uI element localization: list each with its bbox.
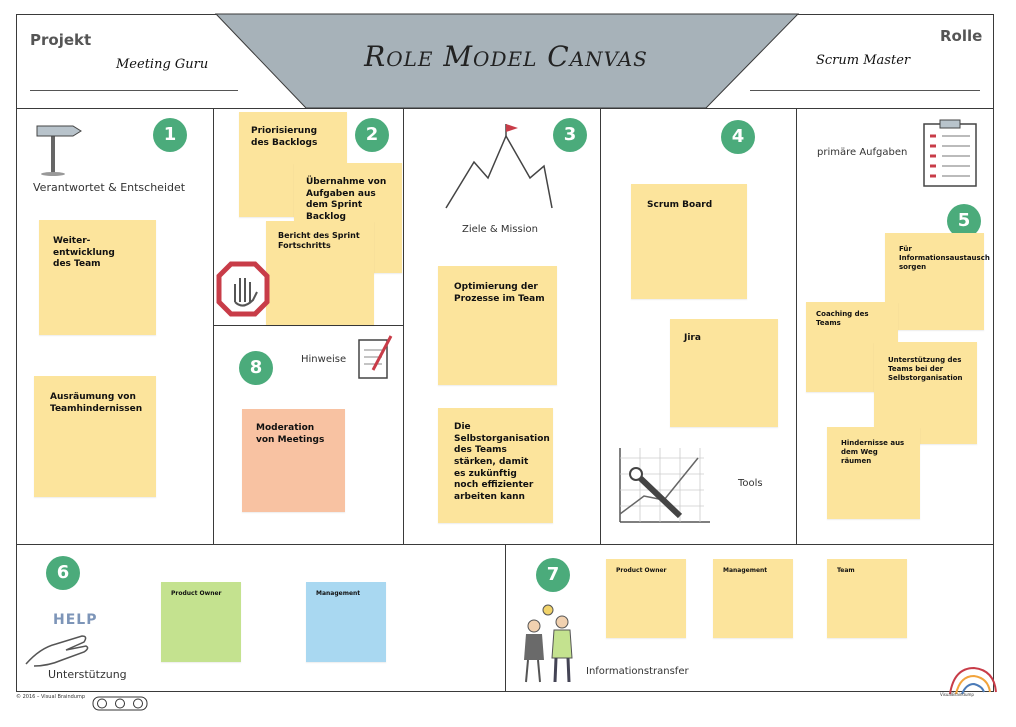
bottom-divider — [505, 544, 506, 692]
sticky-note: Ausräumung von Teamhindernissen — [34, 376, 156, 497]
canvas-title: Role Model Canvas — [364, 40, 648, 73]
section-3-badge: 3 — [553, 118, 587, 152]
col-divider-2 — [403, 108, 404, 544]
sticky-note: Bericht des Sprint Fortschritts — [266, 221, 374, 325]
section-4-badge: 4 — [721, 120, 755, 154]
helping-hand-icon — [25, 635, 89, 667]
sticky-note: Team — [827, 559, 907, 638]
frame-top-left — [16, 14, 216, 15]
section-4-label: Tools — [738, 478, 763, 489]
sticky-note: Hindernisse aus dem Weg räumen — [827, 427, 920, 519]
stop-hand-icon — [216, 261, 270, 317]
sticky-note: Jira — [670, 319, 778, 427]
sticky-note: Management — [713, 559, 793, 638]
sticky-note: Für Informationsaustausch sorgen — [885, 233, 990, 330]
col-divider-3 — [600, 108, 601, 544]
section-7-badge: 7 — [536, 558, 570, 592]
col-divider-4 — [796, 108, 797, 544]
frame-right — [993, 14, 994, 692]
section-7-label: Informationstransfer — [586, 666, 689, 677]
section-6-label: Unterstützung — [48, 668, 127, 681]
sticky-note: Management — [306, 582, 386, 662]
section-5-badge: 5 — [947, 204, 981, 238]
section-1-label: Verantwortet & Entscheidet — [33, 181, 186, 194]
section-1-badge: 1 — [153, 118, 187, 152]
help-text: HELP — [53, 612, 98, 628]
section-8-badge: 8 — [239, 351, 273, 385]
section-5-label: primäre Aufgaben — [817, 147, 908, 158]
sticky-note: Die Selbstorganisation des Teams stärken… — [438, 408, 553, 523]
frame-top-right — [798, 14, 994, 15]
title-band — [214, 13, 800, 109]
sticky-note: Optimierung der Prozesse im Team — [438, 266, 557, 385]
people-talking-icon — [524, 604, 573, 683]
sticky-note: Moderation von Meetings — [242, 409, 345, 512]
sticky-note: Product Owner — [606, 559, 686, 638]
visual-braindump-logo — [949, 666, 997, 695]
rolle-value: Scrum Master — [816, 53, 911, 68]
rolle-label: Rolle — [940, 27, 983, 45]
brand-text: VisualBraindump — [940, 692, 974, 697]
copyright-text: © 2016 – Visual Braindump — [16, 694, 86, 700]
projekt-underline — [30, 90, 238, 91]
checklist-icon — [923, 119, 977, 187]
creative-commons-icon — [92, 696, 148, 711]
notepad-pen-icon — [358, 335, 393, 379]
s2-s8-divider — [213, 325, 403, 326]
col-divider-1 — [213, 108, 214, 544]
projekt-value: Meeting Guru — [116, 57, 209, 72]
projekt-label: Projekt — [30, 31, 92, 49]
section-2-badge: 2 — [355, 118, 389, 152]
sticky-note: Weiter-entwicklung des Team — [39, 220, 156, 335]
sticky-note: Scrum Board — [631, 184, 747, 299]
frame-left — [16, 14, 17, 692]
section-6-badge: 6 — [46, 556, 80, 590]
wrench-chart-icon — [619, 448, 710, 523]
section-3-label: Ziele & Mission — [462, 224, 538, 235]
mountain-flag-icon — [445, 124, 553, 209]
signpost-icon — [36, 125, 82, 176]
section-8-label: Hinweise — [301, 354, 347, 365]
sticky-note: Product Owner — [161, 582, 241, 662]
rolle-underline — [750, 90, 980, 91]
